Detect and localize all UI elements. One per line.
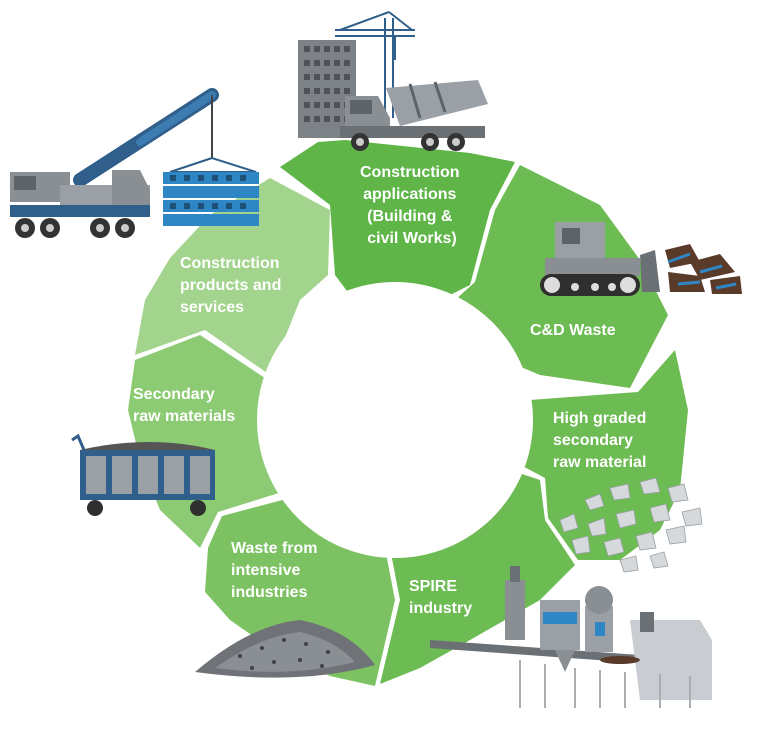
label-cd-waste: C&D Waste [530,322,616,339]
segment-high-graded [515,350,688,560]
label-construction-applications: Construction applications (Building & ci… [360,164,464,247]
segment-labels: Construction applications (Building & ci… [133,164,651,617]
label-waste-intensive: Waste from intensive industries [231,540,322,601]
mobile-crane-icon [10,88,259,238]
segment-construction-products [135,178,330,375]
label-secondary-raw: Secondary raw materials [133,386,235,425]
ring-center [257,282,533,558]
crane-and-mixer-truck-icon [298,11,488,151]
waste-pile-icon [195,620,375,678]
bulldozer-icon [540,222,742,296]
segment-construction-applications [280,140,515,300]
crushed-material-icon [559,477,703,573]
segment-spire [380,470,575,684]
label-spire-industry: SPIRE industry [409,578,472,617]
label-high-graded: High graded secondary raw material [553,410,651,471]
label-construction-products: Construction products and services [180,255,286,316]
industrial-plant-icon [430,566,712,708]
ring [128,140,688,686]
mining-cart-icon [71,433,215,516]
